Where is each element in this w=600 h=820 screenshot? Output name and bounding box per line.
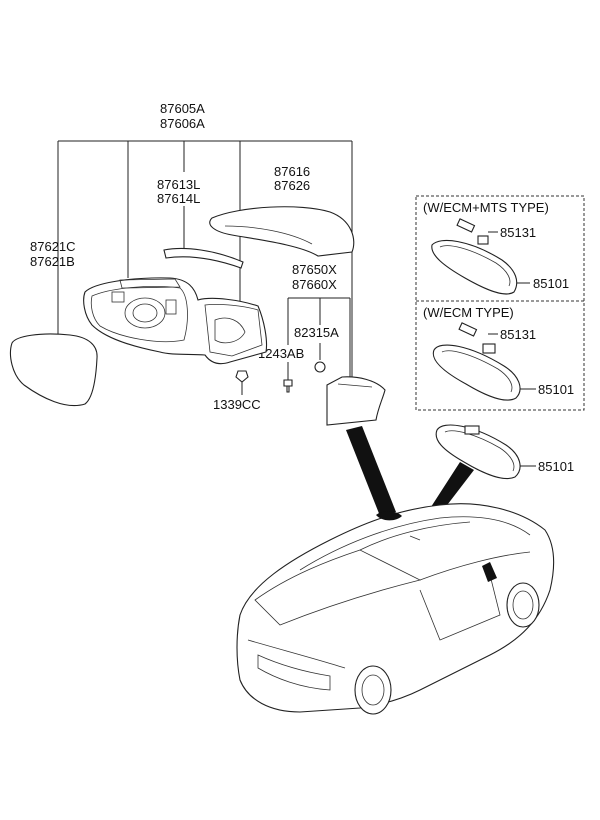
rear-view-mirror-ecm (432, 322, 521, 401)
turn-signal-strip (163, 248, 244, 269)
label-85101: 85101 (538, 459, 574, 474)
rear-view-mirror-ecm-mts (431, 218, 518, 295)
label-box1-85131: 85131 (500, 225, 536, 240)
nut-82315A (314, 361, 326, 373)
label-1243AB: 1243AB (258, 346, 304, 361)
label-box2-85131: 85131 (500, 327, 536, 342)
label-87626: 87626 (274, 178, 310, 193)
part-labels: 87605A 87606A 87613L 87614L 87616 87626 … (30, 101, 574, 474)
rear-view-mirror-basic (435, 424, 521, 480)
nut-1339CC (235, 370, 249, 383)
label-box2-85101: 85101 (538, 382, 574, 397)
label-87660X: 87660X (292, 277, 337, 292)
label-box2-title: (W/ECM TYPE) (423, 305, 514, 320)
leader-lines (57, 140, 536, 467)
label-87650X: 87650X (292, 262, 337, 277)
label-box1-85101: 85101 (533, 276, 569, 291)
label-87613L: 87613L (157, 177, 200, 192)
label-87606A: 87606A (160, 116, 205, 131)
mirror-glass (9, 333, 98, 407)
label-82315A: 82315A (294, 325, 339, 340)
label-87605A: 87605A (160, 101, 205, 116)
label-87614L: 87614L (157, 191, 200, 206)
label-87616: 87616 (274, 164, 310, 179)
screw-1243AB (283, 379, 293, 393)
car-illustration (236, 503, 555, 715)
label-87621B: 87621B (30, 254, 75, 269)
mirror-scalp-cover (209, 206, 355, 257)
label-87621C: 87621C (30, 239, 76, 254)
mirror-base-cover (326, 376, 386, 426)
label-box1-title: (W/ECM+MTS TYPE) (423, 200, 549, 215)
mirror-housing (83, 277, 268, 365)
option-box-outer (415, 195, 585, 411)
label-1339CC: 1339CC (213, 397, 261, 412)
pointer-outside-mirror (346, 426, 396, 516)
